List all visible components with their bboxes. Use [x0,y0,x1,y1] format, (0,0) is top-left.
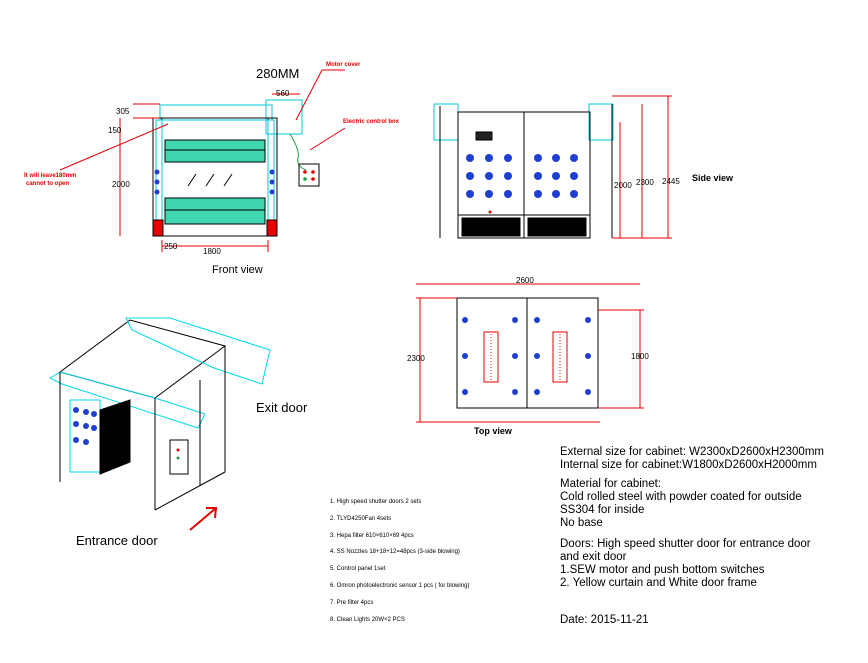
spec-doors-1: Doors: High speed shutter door for entra… [560,538,811,550]
exit-door-label: Exit door [256,400,308,415]
parts-item: 5. Control panel 1set [330,566,386,573]
parts-item: 8. Clean Lights 20W×2 PCS [330,616,405,623]
side-dim-2445: 2445 [662,177,680,186]
side-view-dims [612,95,672,239]
top-dim-2300: 2300 [407,354,425,363]
front-view-label: Front view [212,264,263,276]
spec-material-2: SS304 for inside [560,504,645,516]
side-view [433,103,614,239]
parts-item: 4. SS Nozzles 18+18+12=48pcs (3-side blo… [330,549,460,556]
parts-list: 1. High speed shutter doors 2 sets 2. TL… [330,494,469,628]
front-view [59,69,346,252]
top-dim-2600: 2600 [516,276,534,285]
leave-note-line2: cannot to open [26,181,69,187]
spec-material-3: No base [560,517,603,529]
parts-item: 7. Pre filter 4pcs [330,599,374,606]
parts-item: 1. High speed shutter doors 2 sets [330,499,422,505]
isometric-nozzles [73,407,97,445]
isometric-view [48,317,271,511]
parts-item: 6. Omron photoelectronic sensor 1 pcs ( … [330,582,470,589]
leave-note-line1: It will leave180mm [24,173,77,179]
front-dim-560: 560 [276,89,290,98]
spec-notes: External size for cabinet: W2300xD2600xH… [560,446,824,627]
top-view [456,297,599,409]
top-view-nozzles [462,317,591,395]
top-view-label: Top view [474,426,512,436]
spec-doors-4: 2. Yellow curtain and White door frame [560,577,757,589]
mm-280-label: 280MM [256,66,300,81]
electric-control-box-label: Electric control box [343,119,400,125]
side-view-label: Side view [692,173,734,183]
entrance-door-label: Entrance door [76,533,158,548]
front-dim-2000: 2000 [112,180,130,189]
parts-item: 3. Hepa filter 610×610×69 4pcs [330,532,414,539]
front-dim-305: 305 [116,107,130,116]
spec-internal: Internal size for cabinet:W1800xD2600xH2… [560,459,817,471]
entrance-arrow [189,507,218,531]
front-dim-250: 250 [164,242,178,251]
front-dim-1800: 1800 [203,247,221,256]
spec-date: Date: 2015-11-21 [560,614,649,626]
spec-doors-2: and exit door [560,551,627,563]
side-dim-2300: 2300 [636,178,654,187]
top-dim-1800: 1800 [631,352,649,361]
front-dim-150: 150 [108,126,122,135]
motor-cover-label: Motor cover [326,62,361,68]
spec-material-title: Material for cabinet: [560,478,661,490]
spec-doors-3: 1.SEW motor and push bottom switches [560,564,765,576]
top-view-dims [416,283,644,423]
side-view-nozzles [466,154,578,214]
parts-item: 2. TLYD4250Fan 4sets [330,515,392,522]
spec-material-1: Cold rolled steel with powder coated for… [560,491,802,503]
spec-external: External size for cabinet: W2300xD2600xH… [560,446,824,458]
side-dim-2000: 2000 [614,181,632,190]
